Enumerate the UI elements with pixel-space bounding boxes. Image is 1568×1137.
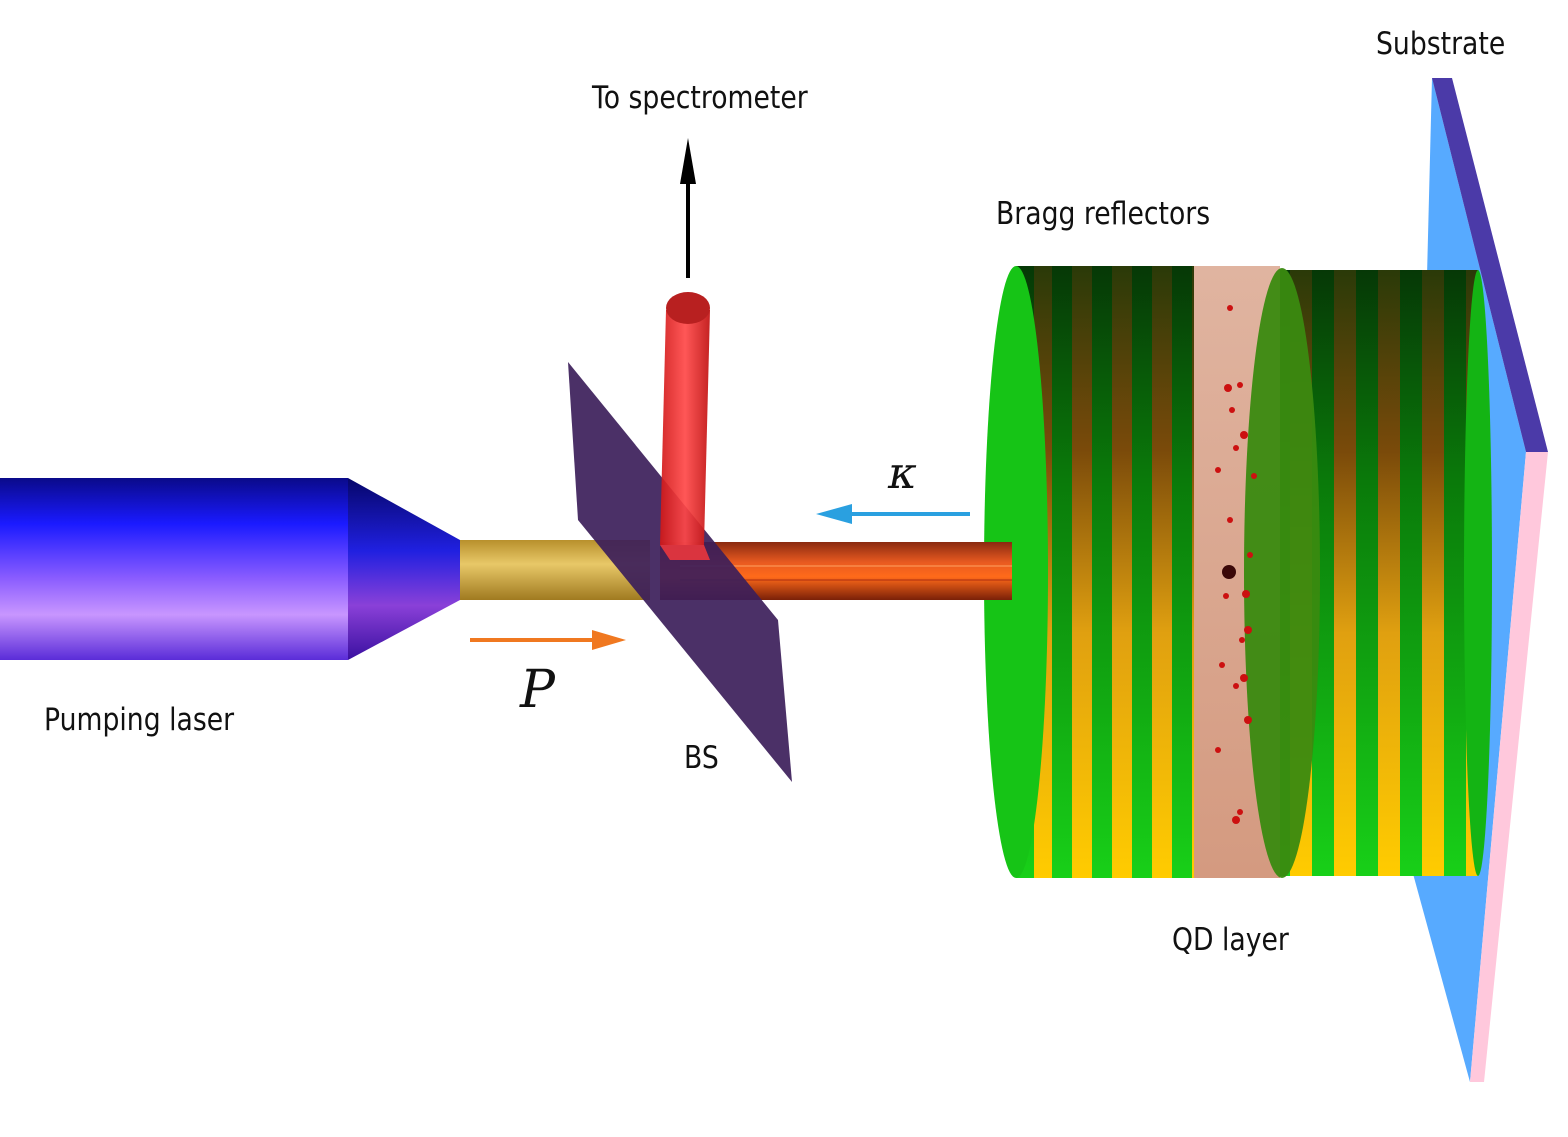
- qd-layer: [1180, 266, 1320, 878]
- qd-dots: [1215, 305, 1257, 824]
- bragg-reflectors-label: Bragg reflectors: [996, 196, 1211, 232]
- spectrometer-beam: [660, 292, 710, 560]
- laser-nozzle: [348, 478, 460, 660]
- qd-layer-label: QD layer: [1172, 922, 1289, 958]
- central-quantum-dot: [1222, 565, 1236, 579]
- beam-splitter-label: BS: [684, 740, 719, 776]
- pumping-laser: [0, 478, 460, 660]
- bragg-stack-left: [984, 266, 1194, 878]
- pump-rate-symbol: P: [520, 660, 555, 720]
- substrate-side: [1470, 452, 1548, 1082]
- decay-rate-arrow: [816, 504, 970, 524]
- pump-rate-arrow: [470, 630, 626, 650]
- substrate-edge: [1432, 78, 1548, 452]
- decay-rate-symbol: κ: [888, 448, 917, 499]
- laser-body: [0, 478, 348, 660]
- spectrometer-arrow: [680, 138, 696, 278]
- pumping-laser-label: Pumping laser: [44, 702, 235, 738]
- substrate-label: Substrate: [1376, 26, 1506, 62]
- bragg-stack-right: [1278, 270, 1492, 876]
- beam-splitter: [568, 362, 792, 782]
- to-spectrometer-label: To spectrometer: [592, 80, 808, 116]
